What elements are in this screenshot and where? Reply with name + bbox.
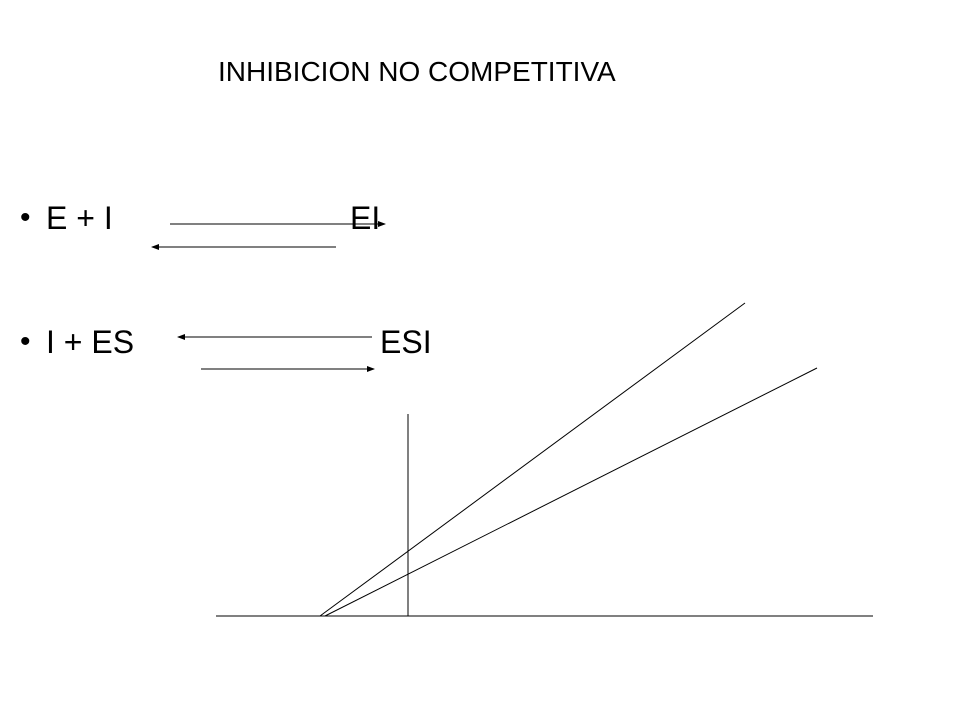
reaction-2-product: ESI — [380, 324, 432, 360]
reaction-1-reactants: E + I — [46, 200, 113, 236]
slide-title: INHIBICION NO COMPETITIVA — [218, 56, 616, 87]
reaction-2-reactants: I + ES — [46, 324, 135, 360]
plot-line-uninhibited — [324, 367, 818, 617]
reaction-1-product: EI — [350, 200, 381, 236]
bullet-1: • — [20, 201, 31, 234]
bullet-2: • — [20, 325, 31, 358]
